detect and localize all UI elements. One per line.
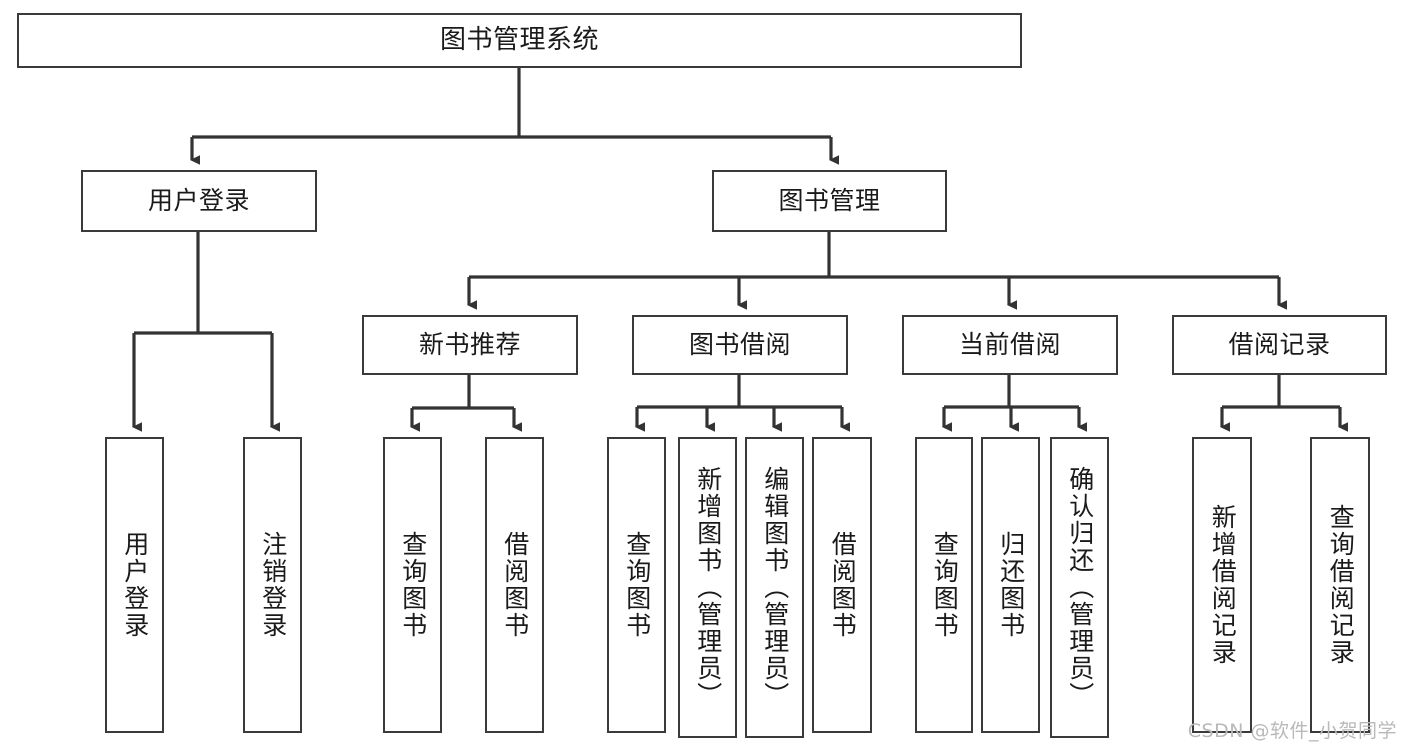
- leaf-add-borrow-record[interactable]: 新增借阅记录: [1192, 437, 1252, 733]
- node-label: 确认归还（管理员）: [1065, 466, 1095, 709]
- node-book-management[interactable]: 图书管理: [712, 170, 947, 232]
- leaf-user-login[interactable]: 用户登录: [105, 437, 164, 733]
- node-label: 归还图书: [996, 531, 1026, 639]
- leaf-query-book-recommend[interactable]: 查询图书: [383, 437, 442, 733]
- node-label: 新增图书（管理员）: [693, 466, 723, 709]
- node-root-book-management-system[interactable]: 图书管理系统: [17, 13, 1022, 68]
- leaf-query-book-borrow[interactable]: 查询图书: [607, 437, 666, 733]
- node-label: 查询图书: [930, 531, 960, 639]
- node-current-borrow[interactable]: 当前借阅: [902, 315, 1118, 375]
- node-label: 注销登录: [258, 531, 288, 639]
- node-label: 图书管理: [778, 186, 881, 216]
- node-label: 编辑图书（管理员）: [760, 466, 790, 709]
- node-label: 借阅图书: [500, 531, 530, 639]
- node-label: 图书借阅: [688, 330, 791, 360]
- node-label: 查询图书: [398, 531, 428, 639]
- csdn-watermark: CSDN @软件_小贺同学: [1187, 720, 1397, 742]
- node-label: 查询图书: [622, 531, 652, 639]
- leaf-logout-login[interactable]: 注销登录: [243, 437, 302, 733]
- leaf-edit-book-admin[interactable]: 编辑图书（管理员）: [745, 437, 804, 738]
- node-label: 借阅记录: [1228, 330, 1331, 360]
- node-borrow-record[interactable]: 借阅记录: [1172, 315, 1387, 375]
- node-label: 借阅图书: [828, 531, 858, 639]
- node-label: 当前借阅: [958, 330, 1061, 360]
- leaf-borrow-book-borrow[interactable]: 借阅图书: [812, 437, 872, 733]
- node-new-book-recommend[interactable]: 新书推荐: [362, 315, 578, 375]
- leaf-return-book[interactable]: 归还图书: [981, 437, 1040, 733]
- leaf-query-book-current[interactable]: 查询图书: [915, 437, 973, 733]
- node-user-login[interactable]: 用户登录: [81, 170, 317, 232]
- leaf-query-borrow-record[interactable]: 查询借阅记录: [1310, 437, 1370, 733]
- node-label: 查询借阅记录: [1326, 504, 1356, 666]
- node-label: 用户登录: [120, 531, 150, 639]
- node-label: 图书管理系统: [439, 25, 599, 56]
- node-label: 用户登录: [147, 186, 250, 216]
- leaf-borrow-book-recommend[interactable]: 借阅图书: [485, 437, 544, 733]
- leaf-confirm-return-admin[interactable]: 确认归还（管理员）: [1050, 437, 1109, 738]
- leaf-add-book-admin[interactable]: 新增图书（管理员）: [678, 437, 737, 738]
- node-book-borrow[interactable]: 图书借阅: [632, 315, 848, 375]
- node-label: 新增借阅记录: [1208, 504, 1238, 666]
- node-label: 新书推荐: [418, 330, 521, 360]
